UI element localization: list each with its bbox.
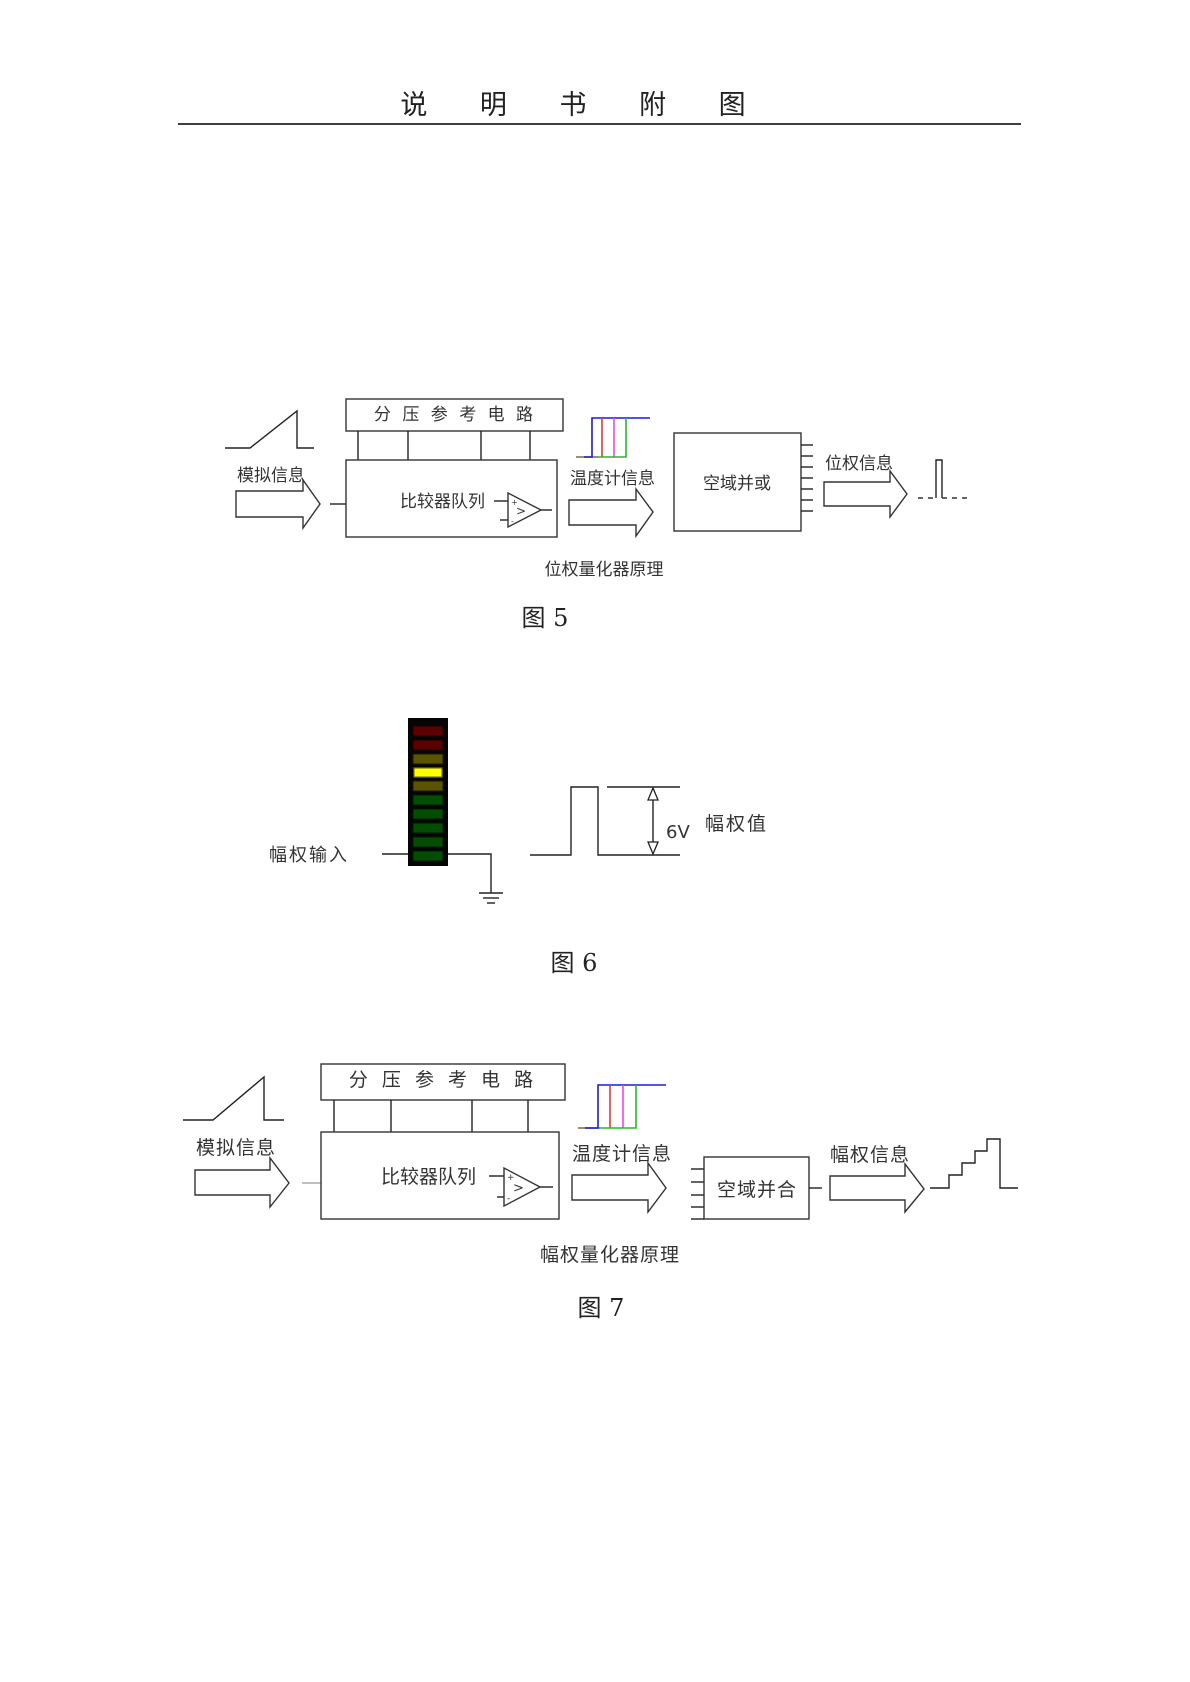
svg-text:+: + [507,1173,515,1183]
meter-segment-9 [412,836,444,848]
figure-6-label: 图 6 [551,949,598,977]
spatial-and-label: 空域并合 [717,1179,797,1201]
meter-segment-6 [412,794,444,806]
output-pins [801,444,813,512]
meter-segment-1 [412,725,444,737]
reference-circuit-box [320,1063,566,1101]
ground-icon [448,853,503,904]
ramp-signal-icon [183,1075,284,1121]
figure-5-caption: 位权量化器原理 [545,560,664,580]
page-title: 说 明 书 附 图 [400,90,767,121]
figure-5-label: 图 5 [522,604,569,632]
svg-text:>: > [516,504,526,518]
reference-circuit-box [345,398,564,432]
analog-input-label: 模拟信息 [196,1137,276,1159]
analog-input-label: 模拟信息 [237,466,305,486]
figure-7-label: 图 7 [578,1294,625,1322]
amplitude-input-label: 幅权输入 [269,845,349,866]
meter-segment-2 [412,739,444,751]
svg-text:>: > [513,1181,524,1196]
svg-text:-: - [507,1194,510,1204]
thermometer-info-label: 温度计信息 [570,469,655,489]
spatial-or-label: 空域并或 [703,474,771,494]
staircase-output-icon [930,1138,1018,1189]
ramp-signal-icon [225,409,314,449]
figure-5: 模拟信息 分 压 参 考 电 路 比较器队列 + - > [225,398,972,632]
figure-6: 幅权输入 [269,718,768,977]
meter-segment-8 [412,822,444,834]
amplitude-value-label: 幅权值 [705,813,768,835]
figure-7-caption: 幅权量化器原理 [540,1244,680,1266]
figure-7: 模拟信息 分 压 参 考 电 路 比较器队列 + - > 温度计信息 [183,1063,1018,1322]
spatial-or-box [673,432,802,532]
thermometer-arrow-icon [571,1160,667,1215]
meter-segment-3 [412,753,444,765]
comparator-array-label: 比较器队列 [381,1166,476,1188]
input-arrow-icon [194,1155,290,1210]
svg-text:-: - [511,517,514,526]
meter-segment-5 [412,780,444,792]
comparator-array-box [345,459,558,538]
meter-segment-7 [412,808,444,820]
spatial-and-box [703,1156,810,1220]
reference-circuit-label: 分 压 参 考 电 路 [349,1069,537,1091]
thermometer-info-label: 温度计信息 [572,1143,672,1165]
pulse-output-icon [918,459,972,499]
output-arrow-icon [823,468,908,520]
amplitude-weight-info-label: 幅权信息 [830,1144,910,1166]
output-arrow-icon [829,1161,925,1214]
input-pins [691,1168,704,1220]
comparator-opamp-icon: + - > [489,1166,553,1208]
led-bar-meter [408,718,448,866]
thermometer-waveform-icon [578,1084,666,1129]
reference-circuit-label: 分 压 参 考 电 路 [374,405,536,425]
comparator-opamp-icon: + - > [494,491,552,529]
comparator-array-label: 比较器队列 [400,492,485,512]
thermometer-arrow-icon [568,486,654,539]
thermometer-waveform-icon [576,417,650,458]
meter-segment-10 [412,850,444,862]
meter-segment-4-active [413,767,443,778]
bit-weight-info-label: 位权信息 [825,454,893,474]
pulse-waveform-icon [530,786,680,856]
svg-text:+: + [511,498,518,507]
voltage-label: 6V [666,822,690,843]
dimension-arrow-icon [647,786,659,856]
input-arrow-icon [235,477,321,531]
